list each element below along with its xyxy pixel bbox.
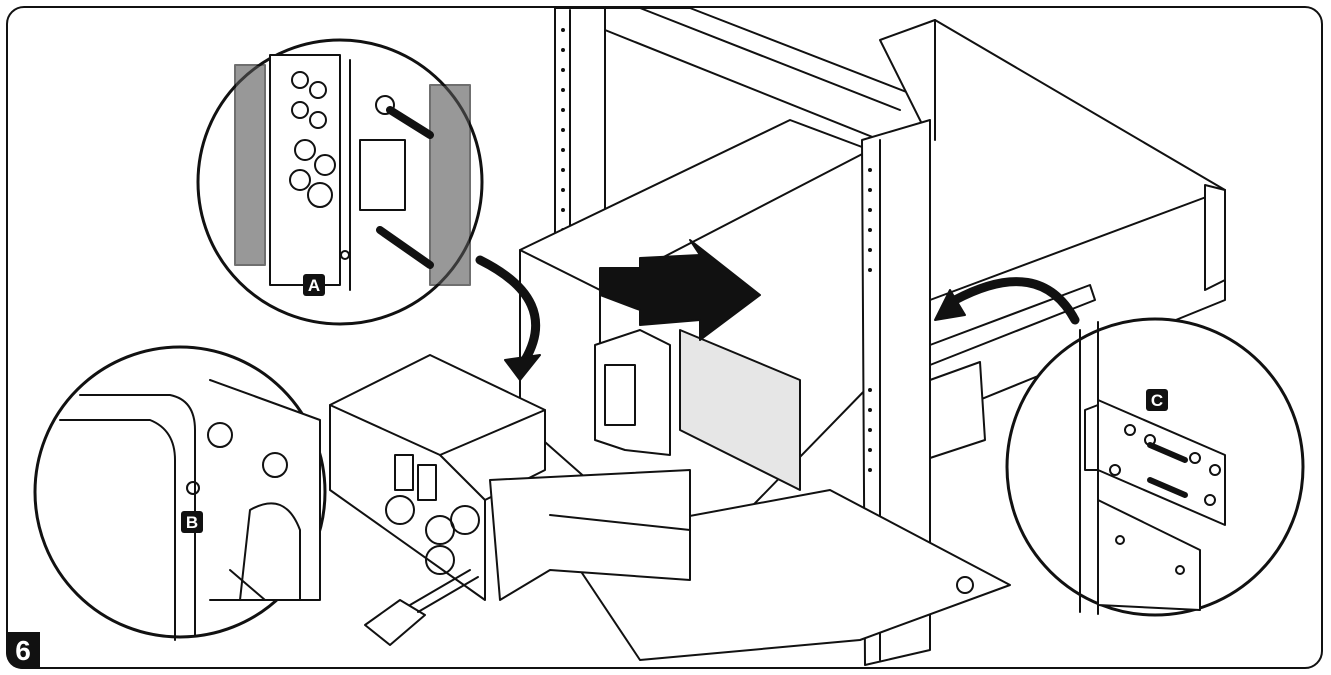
callout-a-label: A [308,276,320,295]
step-number-badge: 6 [6,632,40,669]
pdu-module [329,354,546,601]
curved-arrow-c [934,277,1080,325]
callout-b-label: B [186,513,198,532]
callout-a [196,38,484,326]
callout-c-badge [1146,389,1168,411]
callout-b-badge [181,511,203,533]
ups-chassis [519,119,871,571]
connector-box [594,329,671,456]
insert-direction-arrow [599,239,761,341]
callout-c [1005,317,1305,617]
power-cord-plug [364,569,479,646]
callout-b [33,345,327,641]
mounting-bracket [489,469,691,601]
rack-top-frame [604,7,941,141]
callout-a-badge [303,274,325,296]
callout-c-label: C [1151,391,1163,410]
curved-arrow-a [475,255,541,381]
